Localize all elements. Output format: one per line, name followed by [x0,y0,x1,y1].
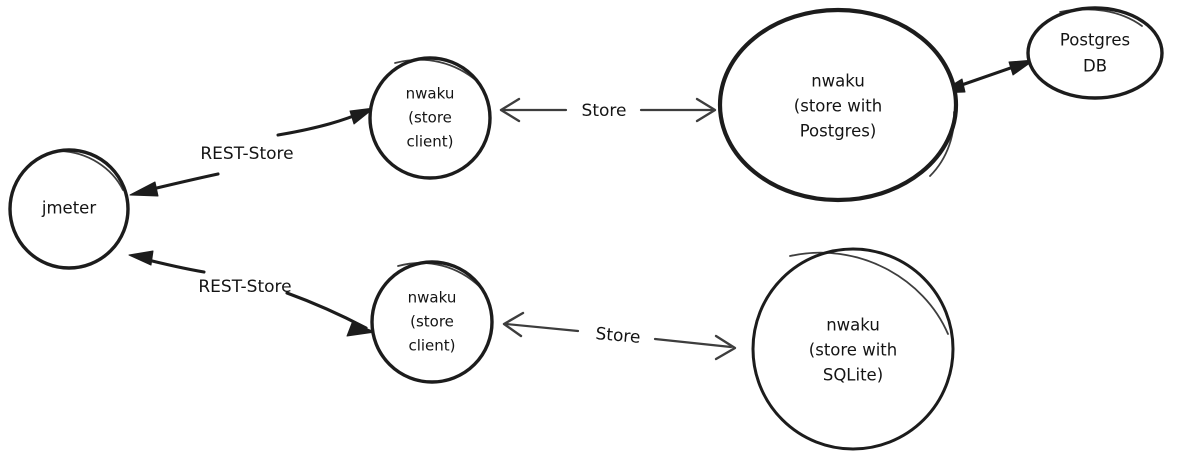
edge-client-bottom-to-sqlite-node: Store [502,311,737,361]
edge-client-top-to-postgres-node: Store [499,97,717,123]
node-nwaku-store-postgres-label-line-3: Postgres) [800,122,877,141]
node-nwaku-store-sqlite-label-line-2: (store with [809,341,897,360]
node-nwaku-store-client-bottom[interactable]: nwaku (store client) [370,260,494,384]
arrowhead-store-top-left [499,97,521,123]
arrowhead-store-bottom-left [502,311,525,338]
node-nwaku-store-sqlite-shape [751,247,955,451]
arrowhead-to-client-bottom [346,322,376,337]
node-nwaku-store-client-top-label-line-3: client) [406,133,453,151]
arrowhead-to-client-top [349,107,375,125]
node-nwaku-store-postgres-label-line-2: (store with [794,97,882,116]
node-postgres-db-label-line-2: DB [1083,57,1107,76]
node-postgres-db-sketch-stroke [1059,8,1143,27]
arrowhead-store-top-right [695,97,717,123]
node-jmeter-sketch-stroke [59,150,124,191]
edge-line-store-bottom-right [653,337,733,349]
node-nwaku-store-client-top-label-line-2: (store [408,109,452,127]
node-nwaku-store-client-bottom-label-line-2: (store [410,313,454,331]
arrowhead-to-jmeter-top [129,181,159,197]
node-nwaku-store-client-bottom-shape [370,260,494,384]
edge-label-store-top: Store [582,101,627,121]
node-nwaku-store-postgres-sketch-stroke [929,111,955,177]
node-nwaku-store-sqlite[interactable]: nwaku (store with SQLite) [751,247,955,451]
node-nwaku-store-client-top-sketch-stroke [394,58,479,83]
arrowhead-to-jmeter-bottom [128,250,154,266]
node-jmeter-label-line-1: jmeter [41,199,96,218]
node-jmeter-shape [8,148,130,270]
edge-label-rest-store-top: REST-Store [200,144,293,164]
node-nwaku-store-client-top-label-line-1: nwaku [406,85,455,103]
node-nwaku-store-client-top[interactable]: nwaku (store client) [368,56,492,180]
node-postgres-db[interactable]: Postgres DB [1026,6,1164,100]
node-nwaku-store-client-top-shape [368,56,492,180]
edge-line-to-client-bottom [285,291,368,330]
node-nwaku-store-client-bottom-label-line-3: client) [408,337,455,355]
edge-line-store-bottom-left [504,322,580,333]
node-postgres-db-shape [1026,6,1164,100]
node-nwaku-store-client-bottom-sketch-stroke [397,262,481,288]
node-nwaku-store-client-bottom-label-line-1: nwaku [408,289,457,307]
node-postgres-db-label-line-1: Postgres [1060,31,1130,50]
edge-jmeter-to-client-top: REST-Store [129,107,375,197]
node-nwaku-store-sqlite-label-line-1: nwaku [826,316,880,335]
arrowhead-to-postgres-db [1008,59,1035,76]
node-nwaku-store-sqlite-label-line-3: SQLite) [823,366,883,385]
edge-jmeter-to-client-bottom: REST-Store [128,250,376,337]
node-jmeter[interactable]: jmeter [8,148,130,270]
arrowhead-store-bottom-right [714,334,737,361]
node-nwaku-store-postgres-shape [717,7,959,203]
edge-label-store-bottom: Store [595,324,642,348]
node-nwaku-store-sqlite-sketch-stroke [789,251,949,335]
node-nwaku-store-postgres[interactable]: nwaku (store with Postgres) [717,7,959,203]
edge-label-rest-store-bottom: REST-Store [198,277,291,297]
node-nwaku-store-postgres-label-line-1: nwaku [811,72,865,91]
